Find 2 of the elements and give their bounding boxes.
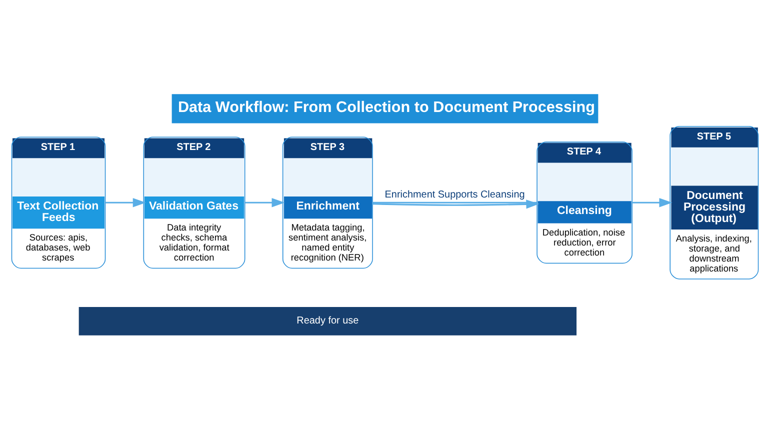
edge-label: Enrichment Supports Cleansing [384, 189, 525, 200]
diagram-title: Data Workflow: From Collection to Document Processing [178, 98, 595, 116]
